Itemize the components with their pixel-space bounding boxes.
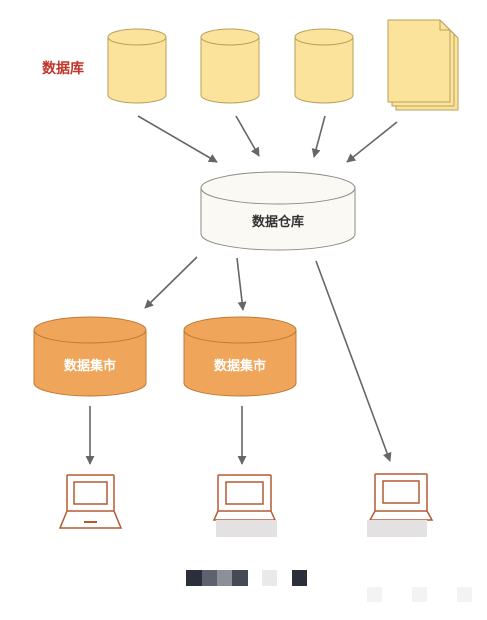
inbound-arrows bbox=[137, 115, 398, 163]
laptop-icon bbox=[212, 474, 277, 521]
laptop-icon bbox=[58, 474, 123, 529]
laptop-base-block bbox=[367, 520, 427, 537]
database-icon bbox=[200, 28, 260, 104]
laptop-icon bbox=[368, 473, 434, 521]
arrow bbox=[315, 260, 392, 462]
documents-icon bbox=[387, 19, 459, 111]
data-mart-cylinder: 数据集市 bbox=[33, 316, 147, 397]
data-mart-label: 数据集市 bbox=[64, 358, 116, 374]
arrow bbox=[144, 256, 198, 309]
data-mart-label: 数据集市 bbox=[214, 358, 266, 374]
laptop-base-block bbox=[216, 520, 277, 537]
data-mart-cylinder: 数据集市 bbox=[183, 316, 297, 397]
arrow bbox=[346, 121, 398, 163]
warehouse-label: 数据仓库 bbox=[252, 214, 304, 230]
arrow bbox=[235, 115, 260, 157]
database-icon bbox=[107, 28, 167, 104]
source-group-label: 数据库 bbox=[42, 60, 84, 77]
outbound-arrows bbox=[144, 256, 392, 462]
arrow bbox=[137, 115, 218, 163]
database-icon bbox=[294, 28, 354, 104]
data-warehouse-cylinder: 数据仓库 bbox=[200, 171, 356, 251]
arrow bbox=[311, 115, 326, 158]
client-arrows bbox=[85, 406, 247, 465]
arrow bbox=[236, 257, 247, 311]
decorative-blocks bbox=[186, 570, 472, 602]
